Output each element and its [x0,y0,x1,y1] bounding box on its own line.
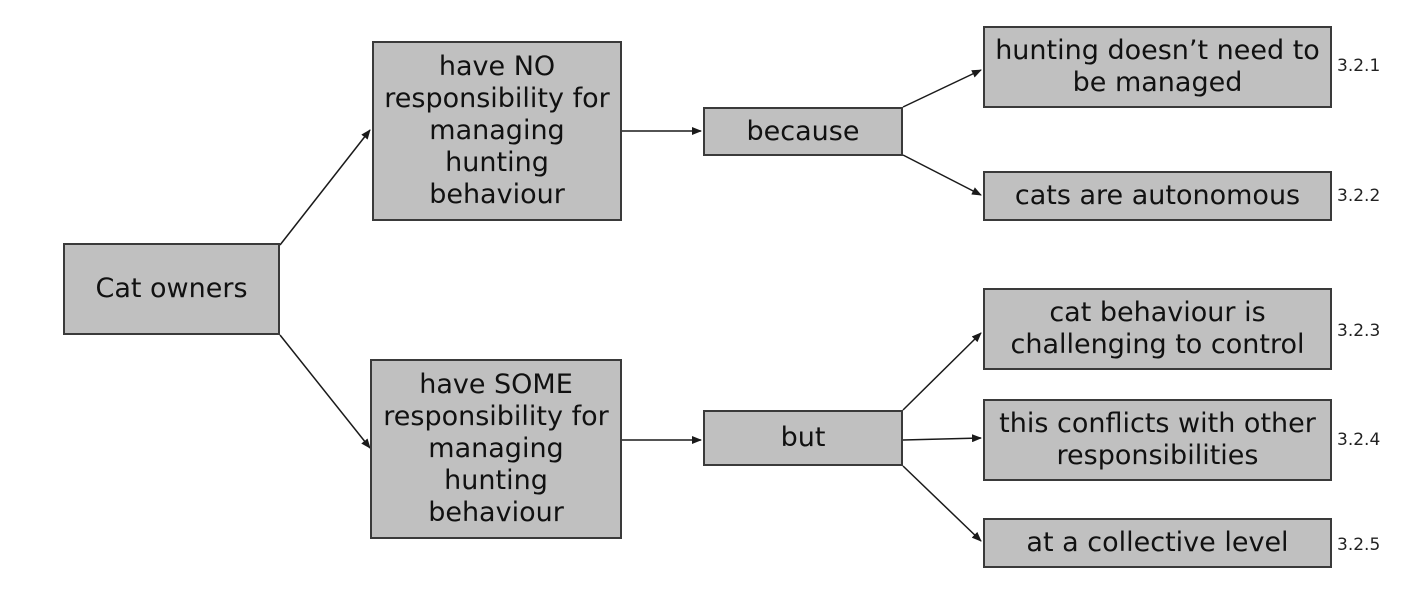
arrow-because-to-hunting [902,69,982,108]
because-label: because [746,115,860,147]
root-node: Cat owners [63,243,280,335]
leaf-conflicts-label: this conflicts with other responsibiliti… [999,408,1316,471]
leaf-cats-autonomous: cats are autonomous [983,171,1332,221]
arrow-but-to-challenging [902,332,982,411]
leaf-collective: at a collective level [983,518,1332,568]
ref-3-2-3: 3.2.3 [1337,321,1381,341]
because-node: because [703,107,903,156]
leaf-cats-autonomous-label: cats are autonomous [1014,180,1301,211]
root-node-label: Cat owners [95,273,248,304]
ref-3-2-1: 3.2.1 [1337,56,1381,76]
some-responsibility-node: have SOME responsibility for managing hu… [370,359,622,539]
leaf-hunting-not-managed-label: hunting doesn’t need to be managed [995,35,1320,98]
no-responsibility-label: have NO responsibility for managing hunt… [384,51,610,210]
ref-3-2-4: 3.2.4 [1337,430,1381,450]
leaf-collective-label: at a collective level [1026,527,1289,558]
arrow-because-to-autonomous [902,154,982,196]
leaf-conflicts: this conflicts with other responsibiliti… [983,399,1332,481]
arrow-but-to-collective [902,465,982,542]
but-label: but [780,422,826,453]
leaf-hunting-not-managed: hunting doesn’t need to be managed [983,26,1332,108]
arrow-root-to-no [279,129,371,246]
no-responsibility-node: have NO responsibility for managing hunt… [372,41,622,221]
arrow-but-to-conflicts [902,434,982,443]
ref-3-2-5: 3.2.5 [1337,535,1381,555]
some-responsibility-label: have SOME responsibility for managing hu… [383,369,609,528]
arrow-root-to-some [279,334,371,449]
leaf-challenging: cat behaviour is challenging to control [983,288,1332,370]
but-node: but [703,410,903,466]
ref-3-2-2: 3.2.2 [1337,186,1381,206]
leaf-challenging-label: cat behaviour is challenging to control [1010,297,1305,360]
